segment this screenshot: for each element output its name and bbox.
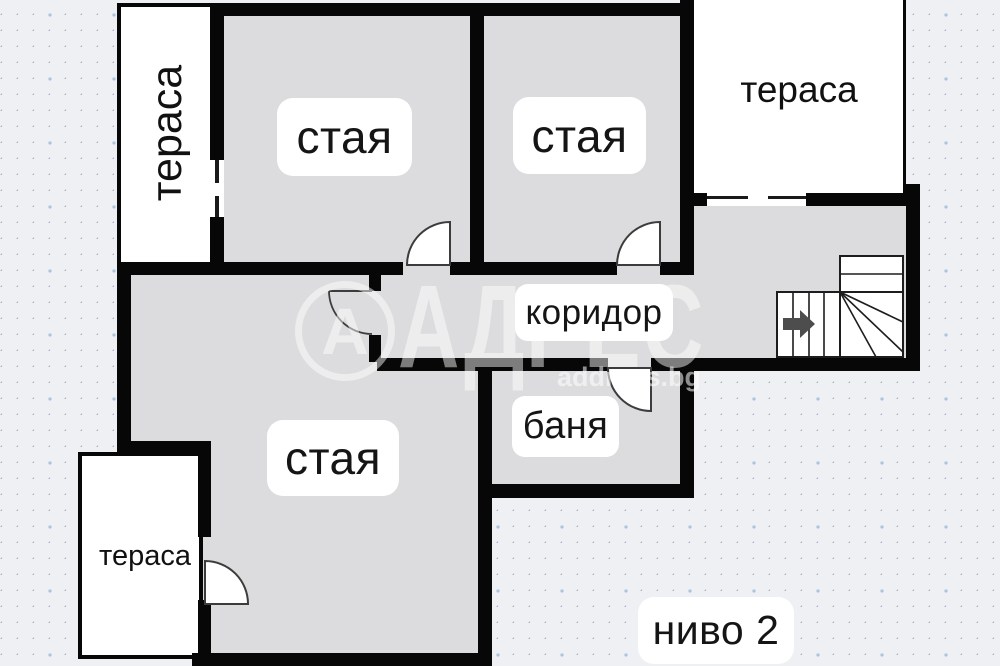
- bathroom-label: баня: [512, 396, 619, 457]
- wall-corridor-bottom-seg2: [651, 358, 920, 371]
- wall-terrace-tr-bottom-left: [694, 193, 707, 206]
- level-label: ниво 2: [638, 597, 794, 664]
- room-label-top-left: стая: [277, 98, 412, 176]
- wall-terrace-bl-right-upper: [198, 448, 211, 537]
- room-label-text: стая: [284, 432, 382, 484]
- window-glass-tr-1: [707, 196, 748, 199]
- room-label-text: стая: [296, 111, 393, 163]
- wall-room-divider: [470, 16, 484, 262]
- wall-middle-seg3: [660, 262, 694, 275]
- wall-middle-seg1: [117, 262, 403, 275]
- window-glass-tr-2: [768, 196, 806, 199]
- room-label-top-middle: стая: [513, 97, 646, 174]
- window-strip-top-right: [694, 193, 806, 206]
- room-label-bottom: стая: [267, 420, 399, 496]
- wall-left: [117, 262, 131, 448]
- stair-hall-floor: [694, 205, 906, 358]
- wall-room3-right: [478, 358, 492, 666]
- terrace-label-top-right: тераса: [719, 68, 879, 112]
- wall-corridor-bottom-seg1: [377, 358, 608, 371]
- window-tick-tl-1: [210, 153, 224, 160]
- window-glass-tl-1: [215, 160, 219, 183]
- terrace-label-top-left: тераса: [132, 33, 202, 233]
- terrace-label-text: тераса: [99, 539, 191, 572]
- room-label-text: стая: [531, 109, 628, 162]
- window-tick-tl-2: [210, 217, 224, 224]
- corridor-label: коридор: [515, 284, 673, 341]
- wall-terrace-bl-right-lower: [198, 600, 211, 659]
- terrace-label-text: тераса: [142, 64, 191, 202]
- wall-room2-right: [680, 0, 694, 275]
- wall-top: [210, 3, 694, 16]
- watermark-logo: А: [295, 281, 395, 381]
- wall-bathroom-right: [680, 358, 694, 498]
- wall-terrace-tr-bottom-right: [806, 193, 906, 206]
- window-glass-tl-2: [215, 196, 219, 217]
- window-strip-left: [210, 153, 224, 224]
- wall-bottom: [192, 653, 492, 666]
- wall-middle-seg2: [450, 262, 617, 275]
- terrace-label-bottom-left: тераса: [85, 538, 205, 574]
- corridor-label-text: коридор: [525, 292, 663, 332]
- level-label-text: ниво 2: [652, 607, 780, 653]
- wall-bathroom-bottom: [478, 484, 694, 498]
- wall-terrace-tl-right-lower: [210, 224, 224, 263]
- bathroom-label-text: баня: [522, 405, 609, 447]
- wall-corridor-door-jamb-top: [369, 275, 381, 291]
- wall-terrace-tl-right-upper: [210, 3, 224, 153]
- terrace-label-text: тераса: [740, 69, 858, 110]
- wall-right: [906, 184, 920, 371]
- wall-left-jog: [117, 441, 211, 453]
- terrace-top-left-area: [117, 3, 210, 263]
- watermark-site: address.bg: [557, 362, 702, 392]
- terrace-bottom-left-area: [78, 452, 203, 659]
- terrace-top-right-area: [694, 0, 906, 193]
- watermark-logo-letter: А: [321, 294, 369, 368]
